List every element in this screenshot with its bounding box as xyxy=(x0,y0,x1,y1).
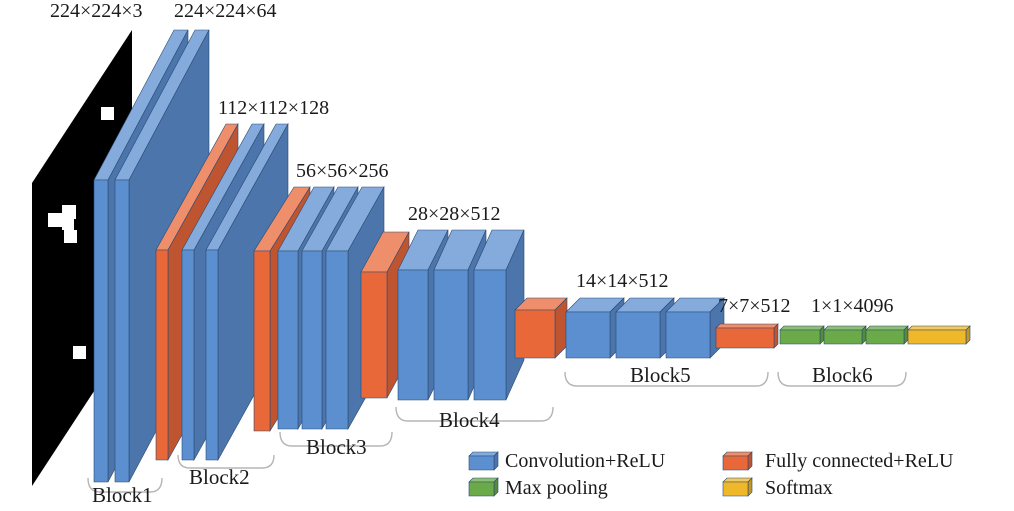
block4-brace xyxy=(395,406,554,422)
block6-layer-3 xyxy=(865,325,909,345)
block5-conv-layer-1 xyxy=(565,297,625,359)
input-image xyxy=(32,30,132,486)
block4-pool-layer xyxy=(514,297,568,359)
block6-layer-2 xyxy=(823,325,867,345)
block2-label: Block2 xyxy=(189,465,250,489)
block6-brace xyxy=(777,371,907,387)
dim-label-block2: 112×112×128 xyxy=(218,97,329,119)
network-layers xyxy=(93,29,971,483)
block6-label: Block6 xyxy=(812,363,873,387)
block5-conv-layer-2 xyxy=(615,297,675,359)
legend: Convolution+ReLU Max pooling Fully conne… xyxy=(468,450,954,499)
dim-label-block1: 224×224×64 xyxy=(174,0,277,22)
legend-swatch-softmax xyxy=(722,477,753,497)
block1-label: Block1 xyxy=(92,483,153,507)
block5-brace xyxy=(564,371,769,387)
block5-label: Block5 xyxy=(630,363,691,387)
block6-layer-1 xyxy=(779,325,825,345)
fully-connected-layer xyxy=(715,323,779,349)
legend-label-fully-connected-relu: Fully connected+ReLU xyxy=(765,450,954,472)
legend-label-conv-relu: Convolution+ReLU xyxy=(505,450,666,472)
legend-swatch-conv-relu xyxy=(468,451,499,471)
block4-label: Block4 xyxy=(439,408,500,432)
dim-label-block4: 28×28×512 xyxy=(408,203,501,225)
legend-label-max-pooling: Max pooling xyxy=(505,477,608,499)
dim-label-fc: 7×7×512 xyxy=(718,295,791,317)
dim-label-block3: 56×56×256 xyxy=(296,160,389,182)
legend-label-softmax: Softmax xyxy=(765,477,833,499)
block3-brace xyxy=(279,431,393,447)
legend-swatch-fully-connected-relu xyxy=(722,451,753,471)
legend-swatch-max-pooling xyxy=(468,477,499,497)
dim-label-block5: 14×14×512 xyxy=(576,270,669,292)
block5-conv-layer-3 xyxy=(665,297,725,359)
dim-label-input: 224×224×3 xyxy=(50,0,143,22)
block2-conv-layer-2 xyxy=(205,122,289,462)
softmax-layer xyxy=(907,325,971,345)
block2-brace xyxy=(177,454,275,469)
block1-brace xyxy=(87,477,163,493)
block3-label: Block3 xyxy=(306,435,367,459)
dim-label-output: 1×1×4096 xyxy=(811,295,894,317)
